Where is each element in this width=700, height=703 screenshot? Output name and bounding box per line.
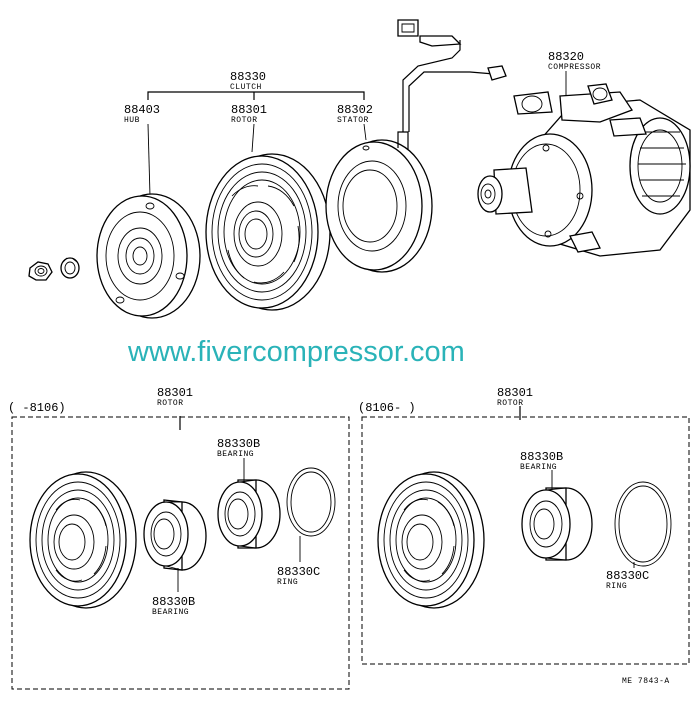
- stator-number: 88302: [337, 103, 373, 117]
- rotor-top-name: ROTOR: [231, 116, 258, 125]
- watermark-text: www.fivercompressor.com: [127, 336, 465, 368]
- nut-drawing: [28, 261, 53, 281]
- stator-drawing: [325, 19, 507, 273]
- left-rotor-number: 88301: [157, 386, 193, 400]
- washer-drawing: [60, 257, 80, 279]
- right-range: (8106- ): [358, 401, 416, 415]
- right-rotor-name: ROTOR: [497, 399, 524, 408]
- left-ring-drawing: [286, 467, 336, 562]
- left-bearing-lower-drawing: [143, 499, 207, 592]
- left-bearing-upper-name: BEARING: [217, 450, 254, 459]
- left-bearing-lower-number: 88330B: [152, 595, 195, 609]
- rotor-top-number: 88301: [231, 103, 267, 117]
- compressor-number: 88320: [548, 50, 584, 64]
- left-bearing-lower-name: BEARING: [152, 608, 189, 617]
- right-ring-drawing: [614, 481, 672, 568]
- compressor-name: COMPRESSOR: [548, 63, 601, 72]
- right-ring-number: 88330C: [606, 569, 649, 583]
- figure-code: ME 7843-A: [622, 677, 670, 686]
- right-rotor-drawing: [377, 471, 485, 609]
- right-bearing-number: 88330B: [520, 450, 563, 464]
- right-panel-frame: [361, 406, 690, 665]
- rotor-top-drawing: [205, 153, 331, 311]
- hub-name: HUB: [124, 116, 140, 125]
- right-bearing-name: BEARING: [520, 463, 557, 472]
- stator-name: STATOR: [337, 116, 369, 125]
- left-rotor-name: ROTOR: [157, 399, 184, 408]
- clutch-number: 88330: [230, 70, 266, 84]
- left-bearing-upper-drawing: [217, 458, 281, 549]
- clutch-bracket: [147, 71, 567, 197]
- left-rotor-drawing: [29, 471, 137, 609]
- left-bearing-upper-number: 88330B: [217, 437, 260, 451]
- right-rotor-number: 88301: [497, 386, 533, 400]
- hub-drawing: [96, 193, 201, 319]
- left-ring-number: 88330C: [277, 565, 320, 579]
- left-ring-name: RING: [277, 578, 298, 587]
- clutch-name: CLUTCH: [230, 83, 262, 92]
- hub-number: 88403: [124, 103, 160, 117]
- left-panel-frame: [11, 416, 350, 690]
- compressor-drawing: [477, 83, 691, 257]
- right-ring-name: RING: [606, 582, 627, 591]
- right-bearing-drawing: [521, 470, 593, 561]
- left-range: ( -8106): [8, 401, 66, 415]
